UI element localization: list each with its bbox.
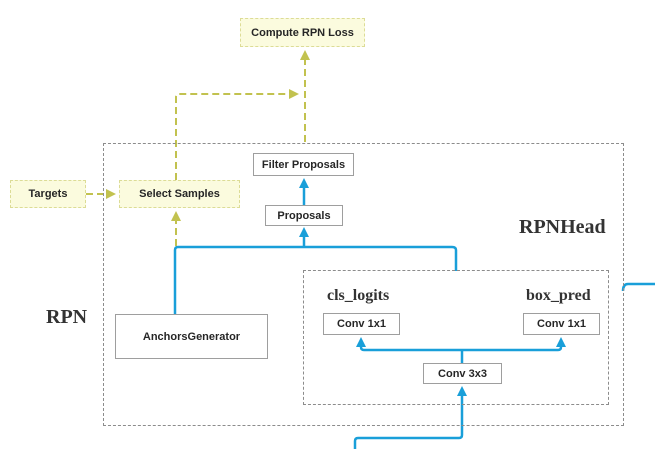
node-conv1x1-box: Conv 1x1	[523, 313, 600, 335]
node-conv1x1-cls: Conv 1x1	[323, 313, 400, 335]
rpn-container-label: RPN	[46, 306, 88, 328]
node-conv3x3: Conv 3x3	[423, 363, 502, 384]
node-select-samples: Select Samples	[119, 180, 240, 208]
node-targets: Targets	[10, 180, 86, 208]
box-pred-label: box_pred	[526, 287, 591, 304]
node-anchors-generator: AnchorsGenerator	[115, 314, 268, 359]
edge-right-edge-stub	[621, 282, 655, 292]
rpnhead-container-label: RPNHead	[519, 216, 606, 238]
node-proposals: Proposals	[265, 205, 343, 226]
node-compute-rpn-loss: Compute RPN Loss	[240, 18, 365, 47]
cls-logits-label: cls_logits	[327, 287, 390, 304]
node-filter-proposals: Filter Proposals	[253, 153, 354, 176]
